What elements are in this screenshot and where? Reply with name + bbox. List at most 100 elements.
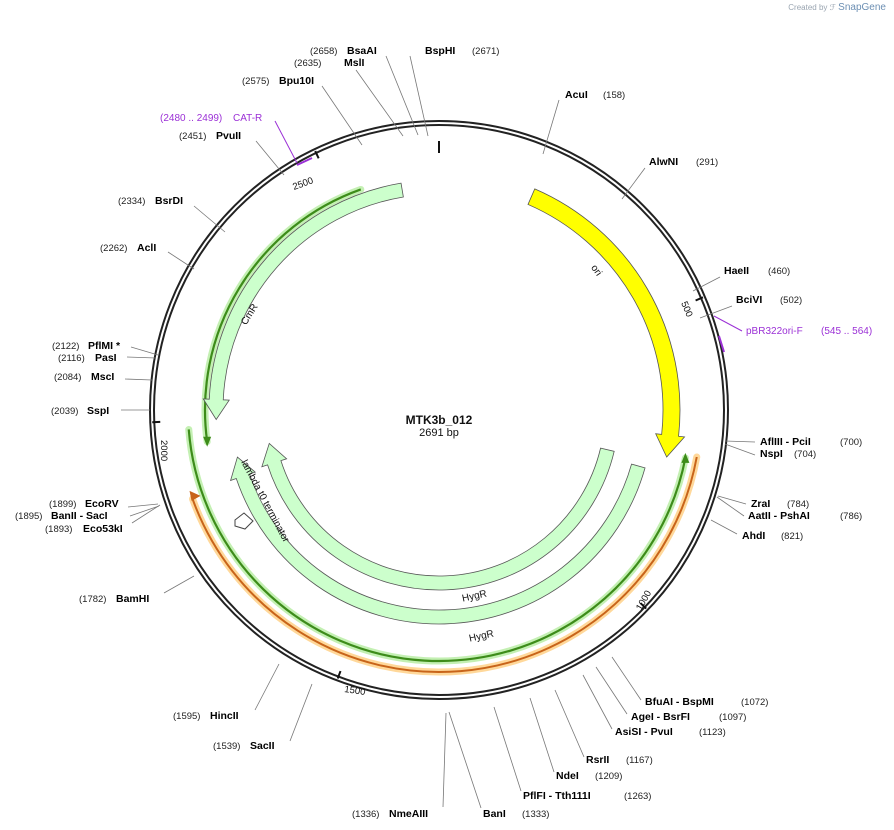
primer-leader-pbr322ori-f — [713, 315, 743, 332]
enzyme-nmeaiii: NmeAIII — [389, 808, 428, 820]
leader-bfuai — [611, 656, 642, 701]
primer-name-pbr322ori-f: pBR322ori-F — [746, 326, 803, 337]
enzyme-sacii: SacII — [250, 740, 275, 752]
enzyme-pos-ndei: (1209) — [595, 771, 622, 782]
enzyme-pflmi: PflMI * — [88, 340, 121, 352]
enzyme-bcivi: BciVI — [736, 294, 762, 306]
enzyme-nspi: NspI — [760, 448, 783, 460]
orange-highlight-glow — [189, 453, 701, 676]
snapgene-watermark: Created by ℱ SnapGene — [788, 2, 886, 13]
enzyme-pos-agei: (1097) — [719, 712, 746, 723]
enzyme-acui: AcuI — [565, 89, 588, 101]
hygr-inner-arrow — [261, 442, 615, 591]
leader-nmeaiii — [442, 712, 447, 808]
feature-label-ori: ori — [588, 263, 603, 278]
leader-afliii — [724, 440, 756, 443]
enzyme-agei: AgeI - BsrFI — [631, 711, 690, 723]
leader-ahdi — [710, 519, 738, 535]
tick-label-2000: 2000 — [158, 440, 169, 461]
enzyme-pos-eco53ki: (1893) — [45, 524, 72, 535]
leader-ecorv — [127, 503, 159, 508]
primer-mark-cat-r — [296, 157, 313, 166]
hygr-highlight-line — [187, 429, 687, 663]
leader-aatii — [716, 496, 745, 517]
enzyme-aatii: AatII - PshAI — [748, 510, 810, 522]
leader-zrai — [717, 495, 747, 505]
leader-msci — [124, 378, 153, 381]
leader-pflfi — [493, 706, 522, 792]
enzyme-sspi: SspI — [87, 405, 109, 417]
leader-alwni — [621, 167, 646, 200]
enzyme-banii: BanII - SacI — [51, 510, 108, 522]
tick-mark-500 — [695, 296, 704, 302]
orange-highlight-arrowhead — [189, 490, 201, 501]
enzyme-pos-nspi: (704) — [794, 449, 816, 460]
plasmid-name: MTK3b_012 — [406, 413, 473, 427]
feature-arrows — [202, 182, 686, 625]
enzyme-pflfi: PflFI - Tth111I — [523, 790, 591, 802]
leader-nspi — [724, 443, 756, 456]
leader-eco53ki — [131, 504, 161, 524]
enzyme-pos-bani: (1333) — [522, 809, 549, 820]
enzyme-pos-acui: (158) — [603, 90, 625, 101]
enzyme-leader-lines — [121, 55, 756, 809]
leader-bani — [448, 711, 482, 809]
tick-mark-2500 — [314, 150, 320, 159]
enzyme-pos-pflfi: (1263) — [624, 791, 651, 802]
enzyme-pos-bsrdi: (2334) — [118, 196, 145, 207]
enzyme-pos-ecorv: (1899) — [49, 499, 76, 510]
enzyme-afliii: AflIII - PciI — [760, 436, 811, 448]
enzyme-pos-msli: (2635) — [294, 58, 321, 69]
hygr-outer-arrow — [229, 456, 646, 625]
leader-msli — [355, 69, 404, 137]
enzyme-pos-nmeaiii: (1336) — [352, 809, 379, 820]
enzyme-rsrii: RsrII — [586, 754, 609, 766]
leader-bsaai — [385, 55, 419, 136]
snapgene-logo-icon: ℱ — [829, 3, 836, 12]
hygr-highlight-arrowhead — [681, 452, 690, 463]
leader-acui — [542, 99, 560, 155]
enzyme-pos-asisi: (1123) — [699, 727, 726, 738]
leader-rsrii — [554, 689, 585, 758]
enzyme-labels: BsaAI(2658)MslI(2635)Bpu10I(2575)BspHI(2… — [15, 45, 872, 820]
leader-bamhi — [163, 575, 195, 594]
enzyme-pos-acli: (2262) — [100, 243, 127, 254]
terminator-icon — [234, 512, 254, 530]
ori-arrow — [527, 188, 686, 458]
enzyme-pos-bcivi: (502) — [780, 295, 802, 306]
feature-label-hygr-inner: HygR — [461, 589, 488, 605]
plasmid-length: 2691 bp — [419, 427, 459, 439]
enzyme-pos-alwni: (291) — [696, 157, 718, 168]
primer-pos-cat-r: (2480 .. 2499) — [160, 113, 222, 124]
leader-bpu10i — [321, 85, 363, 146]
enzyme-bpu10i: Bpu10I — [279, 75, 314, 87]
enzyme-msci: MscI — [91, 371, 114, 383]
enzyme-msli: MslI — [344, 57, 365, 69]
watermark-brand: SnapGene — [838, 2, 886, 13]
enzyme-acli: AclI — [137, 242, 156, 254]
leader-ndei — [529, 697, 555, 773]
leader-asisi — [582, 674, 613, 730]
feature-arcs — [185, 120, 743, 676]
cmr-highlight-line — [203, 188, 362, 442]
enzyme-pos-rsrii: (1167) — [626, 755, 653, 766]
enzyme-bamhi: BamHI — [116, 593, 149, 605]
backbone-inner — [153, 124, 725, 696]
enzyme-pos-ahdi: (821) — [781, 531, 803, 542]
tick-label-1500: 1500 — [344, 684, 366, 698]
leader-agei — [595, 666, 628, 715]
leader-pasi — [126, 356, 157, 359]
enzyme-pos-bsaai: (2658) — [310, 46, 337, 57]
enzyme-pasi: PasI — [95, 352, 117, 364]
enzyme-haeii: HaeII — [724, 265, 749, 277]
leader-sacii — [289, 683, 313, 742]
enzyme-pos-haeii: (460) — [768, 266, 790, 277]
primer-mark-pbr322ori-f — [718, 335, 725, 353]
tick-mark-1500 — [336, 670, 342, 679]
enzyme-ndei: NdeI — [556, 770, 579, 782]
enzyme-bfuai: BfuAI - BspMI — [645, 696, 714, 708]
tick-mark-1000 — [639, 602, 647, 610]
leader-acli — [167, 251, 195, 270]
enzyme-bsphi: BspHI — [425, 45, 455, 57]
primer-leader-cat-r — [274, 120, 298, 164]
